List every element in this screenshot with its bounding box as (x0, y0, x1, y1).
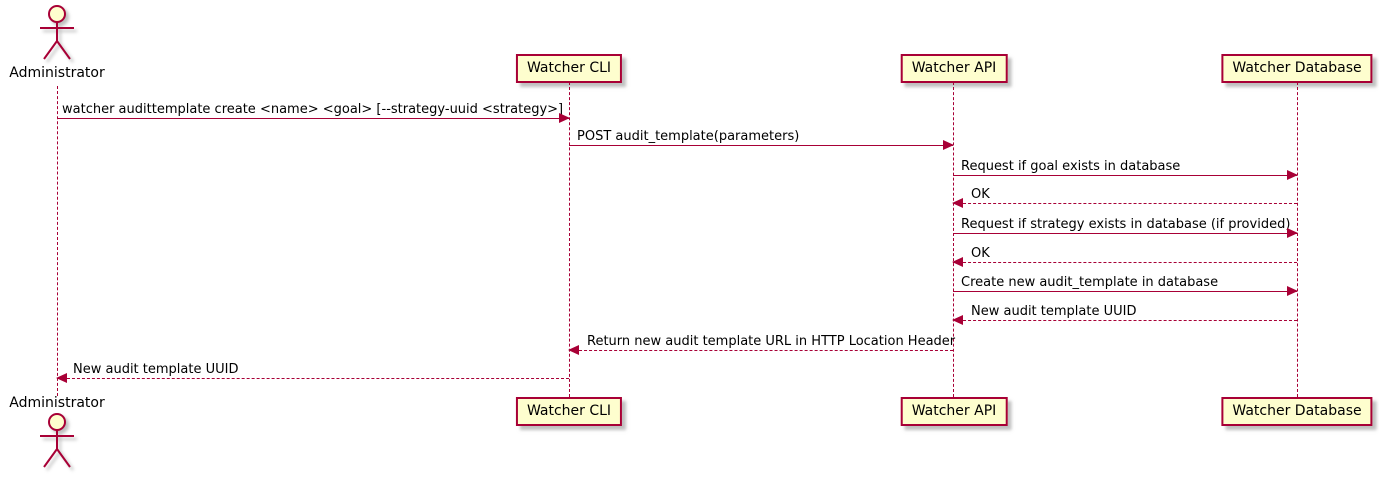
message-new-uuid-from-db: New audit template UUID (952, 304, 1297, 325)
message-label: New audit template UUID (73, 362, 239, 377)
participant-watcher-api-top: Watcher API (900, 54, 1008, 83)
message-request-goal-exists: Request if goal exists in database (953, 159, 1298, 180)
arrowhead-left-icon (56, 373, 67, 383)
participant-watcher-cli-top: Watcher CLI (515, 54, 623, 83)
lifeline-watcher-cli (569, 82, 570, 397)
participant-watcher-api-bottom: Watcher API (900, 397, 1008, 426)
lifeline-administrator (57, 86, 58, 396)
participant-administrator-top-label: Administrator (9, 65, 105, 81)
participant-watcher-database-bottom: Watcher Database (1221, 397, 1373, 426)
message-return-url-location-header: Return new audit template URL in HTTP Lo… (568, 334, 955, 355)
arrowhead-left-icon (952, 198, 963, 208)
message-label: Create new audit_template in database (961, 275, 1219, 290)
message-label: POST audit_template(parameters) (577, 129, 800, 144)
message-new-uuid-to-admin: New audit template UUID (56, 362, 569, 383)
arrowhead-right-icon (943, 140, 954, 150)
message-label: Return new audit template URL in HTTP Lo… (587, 334, 956, 349)
lifeline-watcher-api (953, 82, 954, 397)
arrowhead-right-icon (1287, 170, 1298, 180)
message-label: OK (971, 187, 990, 202)
arrowhead-right-icon (1287, 286, 1298, 296)
arrowhead-left-icon (568, 345, 579, 355)
message-goal-ok: OK (952, 187, 1297, 208)
message-strategy-ok: OK (952, 246, 1297, 267)
message-post-audit-template: POST audit_template(parameters) (569, 129, 954, 150)
message-create-in-database: Create new audit_template in database (953, 275, 1298, 296)
message-label: watcher audittemplate create <name> <goa… (62, 102, 564, 117)
actor-figure-icon (37, 4, 77, 66)
participant-watcher-cli-bottom: Watcher CLI (515, 397, 623, 426)
message-request-strategy-exists: Request if strategy exists in database (… (953, 217, 1298, 238)
arrowhead-left-icon (952, 315, 963, 325)
arrowhead-right-icon (1287, 228, 1298, 238)
message-label: New audit template UUID (971, 304, 1137, 319)
arrowhead-left-icon (952, 257, 963, 267)
actor-figure-icon (37, 412, 77, 474)
participant-watcher-database-top: Watcher Database (1221, 54, 1373, 83)
message-label: Request if goal exists in database (961, 159, 1181, 174)
arrowhead-right-icon (559, 113, 570, 123)
participant-administrator-bottom-label: Administrator (9, 395, 105, 411)
message-label: OK (971, 246, 990, 261)
lifeline-watcher-database (1297, 82, 1298, 397)
message-create-audittemplate: watcher audittemplate create <name> <goa… (57, 102, 570, 123)
message-label: Request if strategy exists in database (… (961, 217, 1291, 232)
